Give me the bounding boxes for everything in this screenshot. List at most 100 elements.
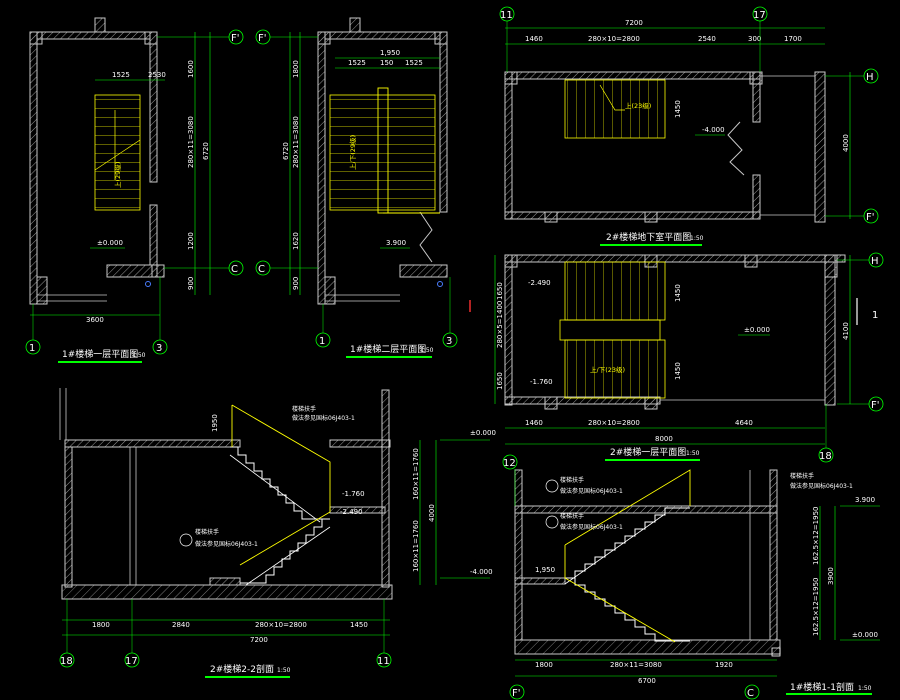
dim-text: 1200 xyxy=(187,232,195,250)
stair-label: 上(23级) xyxy=(625,101,651,110)
svg-text:1: 1 xyxy=(319,336,325,347)
detail-bubble xyxy=(545,515,559,529)
dim-text: 6720 xyxy=(282,142,290,160)
drawing-scale: 1:50 xyxy=(277,667,291,674)
dim-text: 280×10=2800 xyxy=(588,419,640,427)
drawing-title: 1#楼梯二层平面图 xyxy=(350,343,426,355)
wall xyxy=(439,31,448,213)
stair-direction xyxy=(599,84,625,111)
break-line xyxy=(419,211,433,263)
drawing-scale: 1:50 xyxy=(690,235,704,242)
svg-text:F': F' xyxy=(871,400,880,411)
column xyxy=(317,31,331,45)
svg-text:18: 18 xyxy=(819,451,832,462)
break-line xyxy=(727,121,745,176)
note: 楼梯扶手 xyxy=(195,528,219,536)
level-mark: 3.900 xyxy=(855,496,875,504)
stair-break xyxy=(94,139,141,171)
level-mark: -2.490 xyxy=(528,279,551,287)
dim-text: 1525 xyxy=(405,59,423,67)
dim-text: 150 xyxy=(380,59,393,67)
column xyxy=(749,71,763,85)
note: 楼梯扶手 xyxy=(292,405,316,413)
dim-text: 280×11=3080 xyxy=(610,661,662,669)
dim-text: 1700 xyxy=(784,35,802,43)
wall xyxy=(381,389,390,588)
dim-text: 1460 xyxy=(525,35,543,43)
axis-bubble: H xyxy=(825,68,879,84)
axis-bubble: 17 xyxy=(124,599,140,668)
wall xyxy=(149,204,158,266)
wall xyxy=(324,31,441,40)
svg-text:17: 17 xyxy=(753,10,766,21)
axis-bubble: C xyxy=(744,684,760,700)
drawing-title: 1#楼梯1-1剖面 xyxy=(790,681,854,693)
dim-text: 280×5=1400 xyxy=(496,301,504,348)
level-mark: ±0.000 xyxy=(97,239,123,247)
wall xyxy=(64,446,73,588)
dim-text: 1800 xyxy=(292,60,300,78)
svg-text:12: 12 xyxy=(503,458,516,469)
level-mark: ±0.000 xyxy=(470,429,496,437)
foundation xyxy=(514,639,781,655)
note: 楼梯扶手 xyxy=(790,472,814,480)
dim-text: 2840 xyxy=(172,621,190,629)
wall xyxy=(324,276,336,305)
dim-text: 162.5×12=1950 xyxy=(812,578,820,637)
dim-text: 1920 xyxy=(715,661,733,669)
dim-text: 3600 xyxy=(86,316,104,324)
note: 做法参见国标06J403-1 xyxy=(195,540,258,548)
wall xyxy=(814,71,826,223)
dim-text: 280×10=2800 xyxy=(255,621,307,629)
axis-bubble: 11 xyxy=(499,6,515,72)
wall xyxy=(106,264,158,278)
note: 楼梯扶手 xyxy=(560,476,584,484)
wall xyxy=(504,254,846,263)
column xyxy=(544,211,558,223)
level-mark: -4.000 xyxy=(702,126,725,134)
column xyxy=(144,31,158,45)
wall xyxy=(36,31,151,40)
handrail xyxy=(231,404,331,512)
axis-bubble: 11 xyxy=(376,599,392,668)
dim-text: 900 xyxy=(187,277,195,290)
axis-bubble: C xyxy=(255,260,318,276)
column xyxy=(824,254,838,278)
dim-text: 1650 xyxy=(496,372,504,390)
axis-bubble: F' xyxy=(509,684,525,700)
foundation xyxy=(61,584,393,600)
dim-text: 1600 xyxy=(187,60,195,78)
dim-text: 1450 xyxy=(674,362,682,380)
axis-bubble: 18 xyxy=(818,404,834,463)
dim-text: 4100 xyxy=(842,322,850,340)
detail-bubble xyxy=(179,533,193,547)
svg-text:17: 17 xyxy=(125,656,138,667)
dim-text: 4640 xyxy=(735,419,753,427)
stair-label: 上(29级) xyxy=(113,162,122,188)
corner-mark xyxy=(771,647,781,657)
level-mark: ±0.000 xyxy=(744,326,770,334)
dim-text: 6720 xyxy=(202,142,210,160)
stair-label: 上/下(23级) xyxy=(590,365,625,374)
dim-text: 3900 xyxy=(827,567,835,585)
dim-text: 300 xyxy=(748,35,761,43)
wall xyxy=(94,17,106,33)
dim-text: 4000 xyxy=(842,134,850,152)
handrail xyxy=(564,469,691,546)
dim-text: 1450 xyxy=(350,621,368,629)
axis-bubble: 3 xyxy=(442,277,458,348)
landing-slab xyxy=(514,577,566,585)
note: 楼梯扶手 xyxy=(560,512,584,520)
column xyxy=(434,31,448,45)
axis-bubble: H xyxy=(837,252,884,268)
axis-bubble: C xyxy=(164,260,244,276)
level-mark: -2.490 xyxy=(340,508,363,516)
dim-text: 1450 xyxy=(674,100,682,118)
wall xyxy=(504,71,513,220)
svg-text:18: 18 xyxy=(60,656,73,667)
dim-text: 1525 xyxy=(348,59,366,67)
marker xyxy=(437,281,443,287)
drawing-scale: 1:50 xyxy=(132,352,146,359)
axis-bubble: F' xyxy=(825,208,879,224)
axis-bubble: 17 xyxy=(752,6,768,72)
